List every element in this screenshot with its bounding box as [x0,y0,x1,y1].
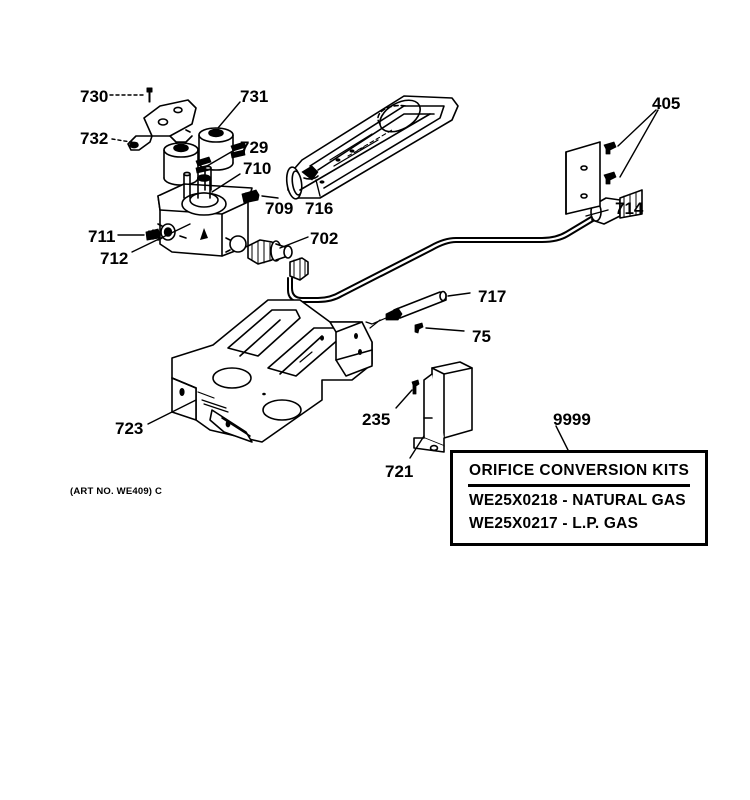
leader-732 [111,138,138,144]
callout-710: 710 [243,159,272,178]
callout-721: 721 [385,462,414,481]
part-730-screw [146,87,153,103]
part-732-bracket [127,99,197,151]
leader-405-a [617,109,657,147]
callout-9999: 9999 [553,410,591,429]
leader-702 [279,236,309,249]
callout-714: 714 [615,199,644,218]
callout-712: 712 [100,249,129,268]
part-711-spud [145,228,161,241]
callout-716: 716 [305,199,334,218]
leader-721 [409,435,425,459]
leader-712 [131,223,191,253]
leader-709 [261,195,279,199]
part-75-screw [414,322,424,334]
callout-730: 730 [80,87,109,106]
callout-732: 732 [80,129,109,148]
callout-702: 702 [310,229,339,248]
callout-711: 711 [88,227,116,246]
leader-716 [315,179,321,197]
part-729-coil [163,142,212,186]
orifice-conversion-kits-box: ORIFICE CONVERSION KITS WE25X0218 - NATU… [450,450,708,546]
kits-box-title: ORIFICE CONVERSION KITS [469,462,690,479]
callout-75: 75 [472,327,491,346]
part-405-screws [603,141,617,185]
kits-box-line-lp-gas: WE25X0217 - L.P. GAS [469,515,639,532]
callout-709: 709 [265,199,294,218]
callout-723: 723 [115,419,144,438]
kits-box-divider [468,484,690,487]
callout-731: 731 [240,87,269,106]
callout-729: 729 [240,138,269,157]
leader-723 [147,399,197,425]
leader-729 [206,147,239,167]
part-721-heat-shield [413,361,473,453]
part-716-burner-tube [285,95,459,200]
leader-235 [395,389,413,409]
mounting-plate [565,141,601,215]
part-723-support-bracket [171,299,373,443]
part-712-valve-body [157,165,253,257]
leader-9999 [555,425,569,451]
callout-405: 405 [652,94,681,113]
leader-710 [211,173,241,193]
leader-714 [585,209,609,217]
part-235-screw [411,379,420,395]
leader-731 [217,101,241,129]
kits-box-line-natural-gas: WE25X0218 - NATURAL GAS [469,492,686,509]
callout-717: 717 [478,287,507,306]
leader-717 [447,292,471,297]
part-717-pilot-tube [365,290,447,329]
part-709-orifice [241,189,260,204]
leader-405-b [619,109,659,178]
part-702-fitting [247,239,293,265]
callout-235: 235 [362,410,391,429]
art-number-note: (ART NO. WE409) C [70,486,163,497]
leader-75 [425,327,465,332]
